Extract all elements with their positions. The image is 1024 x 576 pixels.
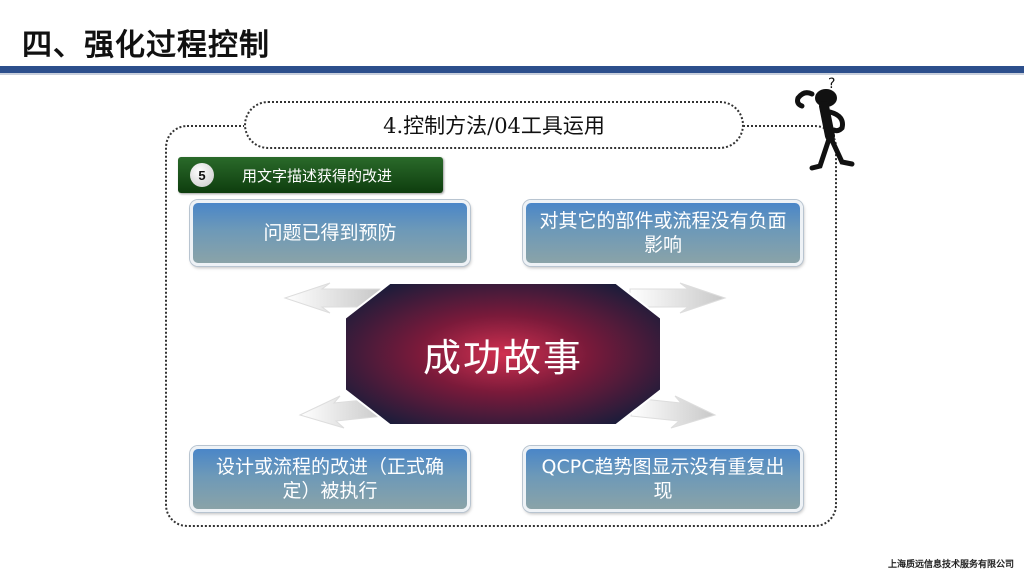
thinking-person-icon: ? [795,76,855,171]
title-divider [0,66,1024,73]
step-label: 用文字描述获得的改进 [242,166,393,185]
page-title: 四、强化过程控制 [22,28,270,63]
step-number: 5 [190,163,214,187]
box-qcpc-trend: QCPC趋势图显示没有重复出现 [523,446,803,512]
title-divider-shadow [0,73,1024,75]
box-no-negative-impact: 对其它的部件或流程没有负面影响 [523,200,803,266]
footer-company: 上海质远信息技术服务有限公司 [887,560,1014,570]
center-label: 成功故事 [422,335,583,380]
box-design-improvement: 设计或流程的改进（正式确定）被执行 [190,446,470,512]
section-title: 4.控制方法/04工具运用 [244,101,744,149]
question-mark: ? [828,76,835,92]
step-badge: 5 用文字描述获得的改进 [178,157,443,193]
center-octagon [344,282,662,426]
box-problem-prevented: 问题已得到预防 [190,200,470,266]
